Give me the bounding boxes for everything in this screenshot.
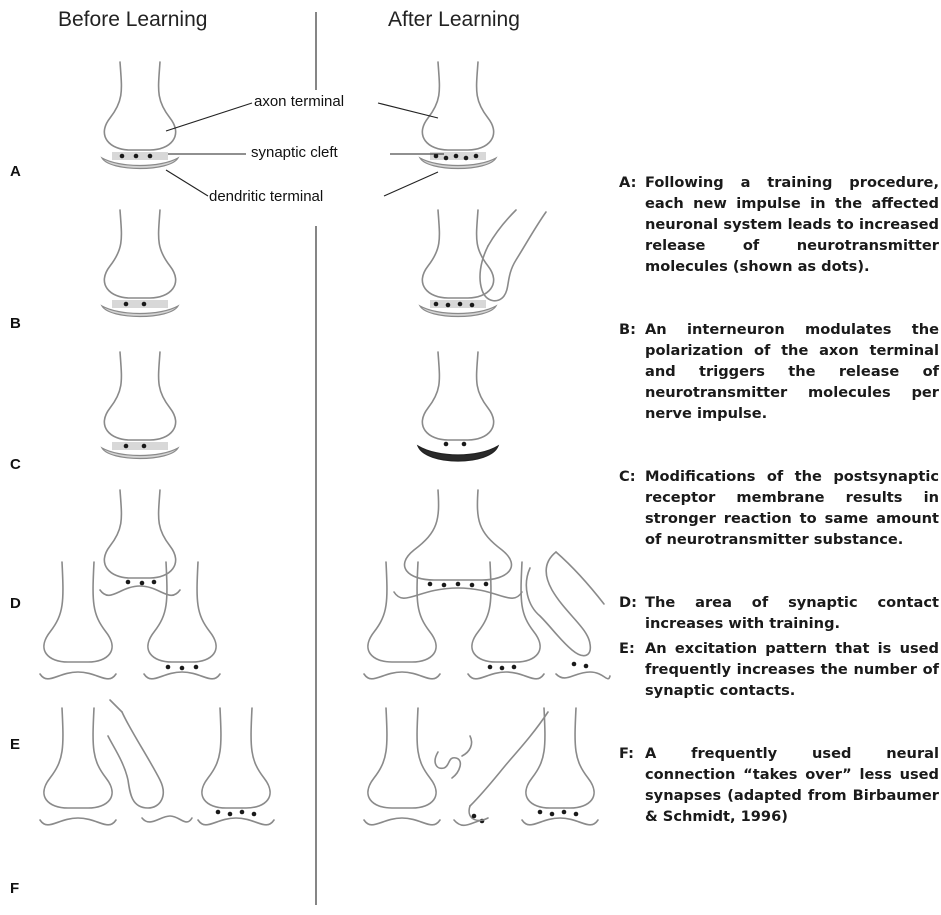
row-label-d: D xyxy=(10,595,21,612)
row-c-before-synapse xyxy=(100,351,180,460)
legend-item-c: C: Modifications of the postsynaptic rec… xyxy=(619,466,939,550)
synaptic-cleft-label: synaptic cleft xyxy=(251,144,338,161)
row-b-interneuron-edge xyxy=(487,209,517,247)
legend-text-b: An interneuron modulates the polarizatio… xyxy=(645,321,939,422)
legend-key-a: A: xyxy=(619,174,637,191)
row-a-before-synapse xyxy=(100,61,180,170)
legend-key-f: F: xyxy=(619,745,635,762)
legend-text-c: Modifications of the postsynaptic recept… xyxy=(645,468,939,548)
label-leader-lines xyxy=(165,102,444,197)
row-b-interneuron xyxy=(479,211,547,302)
row-a-after-synapse xyxy=(418,61,498,170)
axon-terminal-label: axon terminal xyxy=(254,93,345,110)
legend-item-e: E: An excitation pattern that is used fr… xyxy=(619,638,939,701)
row-d-before-synapse xyxy=(99,489,181,597)
row-f-after-synapses xyxy=(363,707,599,827)
dendritic-terminal-label: dendritic terminal xyxy=(209,188,324,205)
legend-text-e: An excitation pattern that is used frequ… xyxy=(645,640,939,699)
legend-key-c: C: xyxy=(619,468,636,485)
row-e-before-synapses xyxy=(39,561,221,680)
row-label-f: F xyxy=(10,880,20,897)
legend-item-b: B: An interneuron modulates the polariza… xyxy=(619,319,939,424)
legend-key-d: D: xyxy=(619,594,637,611)
legend-item-a: A: Following a training procedure, each … xyxy=(619,172,939,277)
legend-text-f: A frequently used neural connection “tak… xyxy=(645,745,939,825)
row-f-before-synapses xyxy=(39,699,275,826)
row-label-a: A xyxy=(10,163,21,180)
row-e-after-synapses xyxy=(363,551,611,680)
legend-text-a: Following a training procedure, each new… xyxy=(645,174,939,275)
row-d-after-synapse xyxy=(393,489,523,599)
after-learning-heading: After Learning xyxy=(388,8,520,31)
legend-text-d: The area of synaptic contact increases w… xyxy=(645,594,939,632)
row-label-c: C xyxy=(10,456,21,473)
row-b-before-synapse xyxy=(100,209,180,318)
row-c-after-synapse xyxy=(416,351,500,462)
legend-item-d: D: The area of synaptic contact increase… xyxy=(619,592,939,634)
row-label-e: E xyxy=(10,736,21,753)
legend-key-b: B: xyxy=(619,321,636,338)
row-label-b: B xyxy=(10,315,21,332)
legend-item-f: F: A frequently used neural connection “… xyxy=(619,743,939,827)
before-learning-heading: Before Learning xyxy=(58,8,208,31)
row-b-after-synapse xyxy=(418,209,498,318)
legend-key-e: E: xyxy=(619,640,635,657)
